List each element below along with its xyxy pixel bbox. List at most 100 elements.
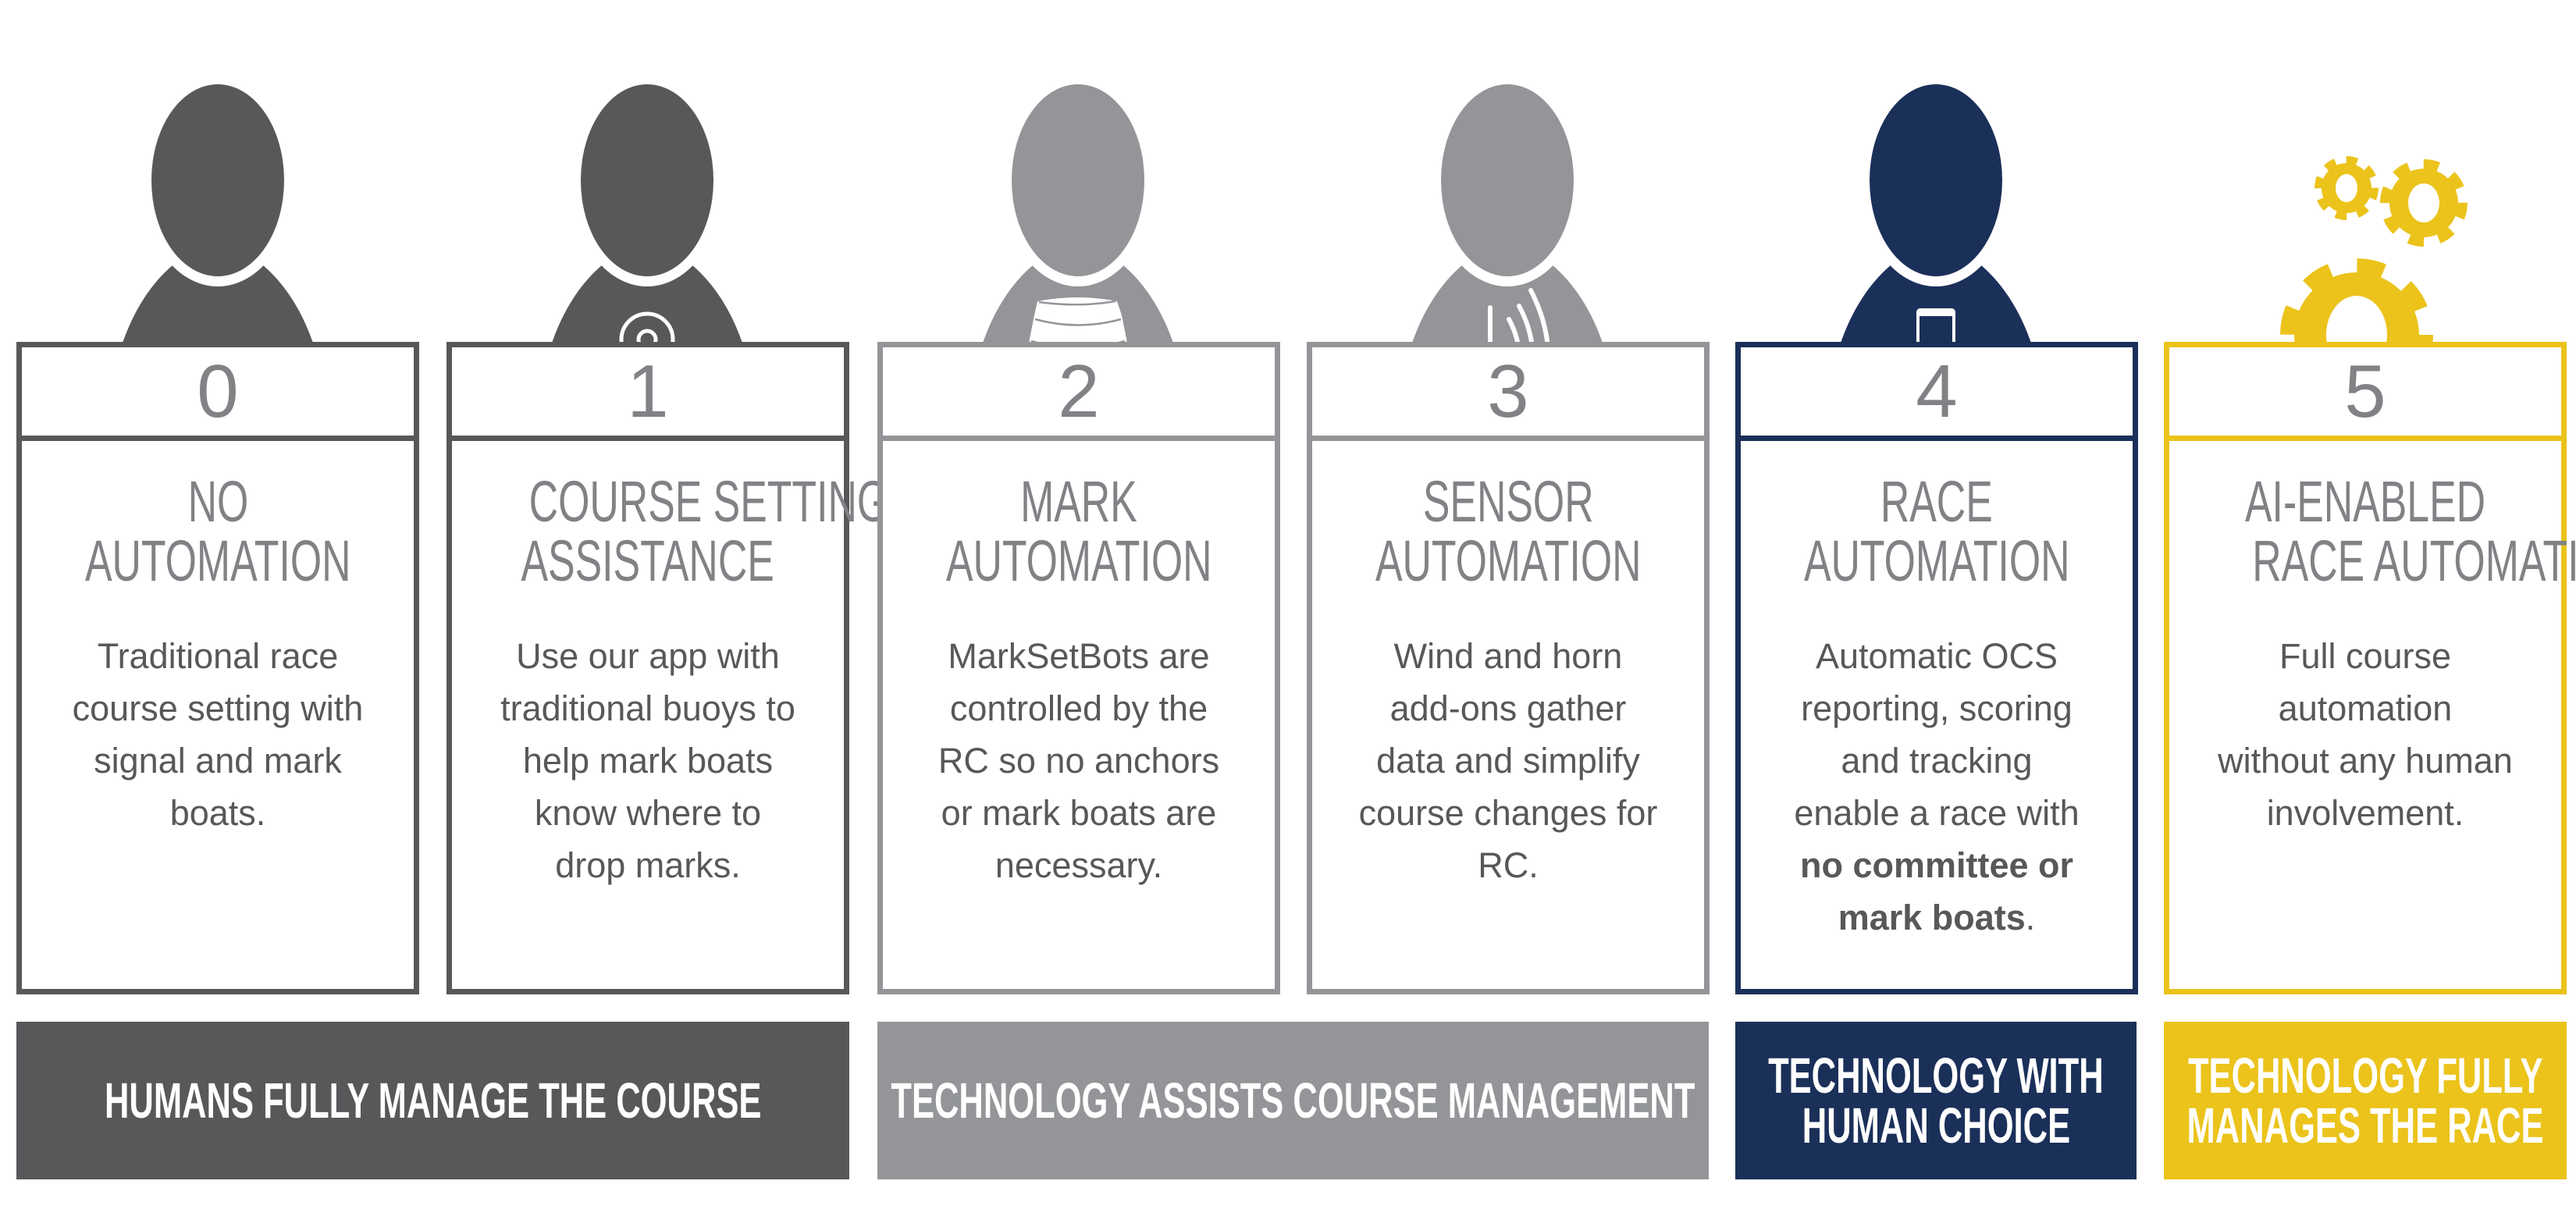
description-line: data and simplify <box>1312 734 1704 787</box>
description-line: RC so no anchors <box>883 734 1275 787</box>
description-text: Wind and horn <box>1393 636 1623 676</box>
description-emphasis: no committee or <box>1799 845 2074 885</box>
level-number: 2 <box>883 347 1275 441</box>
description-line: enable a race with <box>1741 787 2133 839</box>
level-description: Wind and horn add-ons gather data and simp… <box>1312 630 1704 891</box>
level-title-line: AUTOMATION <box>1375 528 1642 593</box>
description-line: involvement. <box>2169 787 2561 839</box>
category-bar-technology-human-choice: TECHNOLOGY WITH HUMAN CHOICE <box>1735 1022 2137 1179</box>
description-text: Automatic OCS <box>1815 636 2058 676</box>
description-text: traditional buoys to <box>500 688 795 728</box>
level-title-line: RACE AUTOMATION <box>2252 528 2576 593</box>
category-bar-technology-fully-manages: TECHNOLOGY FULLY MANAGES THE RACE <box>2164 1022 2567 1179</box>
level-title-line: AI-ENABLED <box>2244 469 2486 534</box>
bar-label: TECHNOLOGY FULLY <box>2187 1047 2543 1104</box>
description-text: boats. <box>169 793 266 833</box>
description-text: RC. <box>1478 845 1539 885</box>
description-line: traditional buoys to <box>452 682 844 734</box>
description-text: RC so no anchors <box>938 741 1220 781</box>
level-description: Automatic OCS reporting, scoring and track… <box>1741 630 2133 944</box>
level-title-line: NO <box>187 469 248 534</box>
level-number: 4 <box>1741 347 2133 441</box>
description-line: reporting, scoring <box>1741 682 2133 734</box>
description-text: controlled by the <box>949 688 1208 728</box>
description-text: or mark boats are <box>941 793 1217 833</box>
description-line: drop marks. <box>452 839 844 891</box>
bar-label: HUMAN CHOICE <box>1802 1097 2070 1154</box>
description-text: course changes for <box>1358 793 1658 833</box>
description-line: automation <box>2169 682 2561 734</box>
description-line: boats. <box>22 787 414 839</box>
description-line: Full course <box>2169 630 2561 682</box>
level-number: 5 <box>2169 347 2561 441</box>
description-text: course setting with <box>72 688 364 728</box>
level-description: Full course automation without any human in… <box>2169 630 2561 839</box>
bar-label: MANAGES THE RACE <box>2186 1097 2544 1154</box>
description-text: . <box>2025 898 2036 937</box>
level-title-line: SENSOR <box>1422 469 1594 534</box>
description-text: add-ons gather <box>1389 688 1627 728</box>
description-text: drop marks. <box>555 845 741 885</box>
description-line: or mark boats are <box>883 787 1275 839</box>
description-line: Use our app with <box>452 630 844 682</box>
level-title-line: RACE <box>1880 469 1993 534</box>
description-line: controlled by the <box>883 682 1275 734</box>
description-line: add-ons gather <box>1312 682 1704 734</box>
description-text: data and simplify <box>1376 741 1640 781</box>
level-title-line: AUTOMATION <box>84 528 351 593</box>
description-text: Full course <box>2279 636 2452 676</box>
level-title-line: ASSISTANCE <box>521 528 775 593</box>
description-line: course changes for <box>1312 787 1704 839</box>
description-line: course setting with <box>22 682 414 734</box>
category-bar-technology-assists: TECHNOLOGY ASSISTS COURSE MANAGEMENT <box>877 1022 1709 1179</box>
description-line: mark boats. <box>1741 891 2133 944</box>
description-emphasis: mark boats <box>1838 898 2026 937</box>
description-line: necessary. <box>883 839 1275 891</box>
level-number: 1 <box>452 347 844 441</box>
description-text: reporting, scoring <box>1801 688 2073 728</box>
description-text: signal and mark <box>94 741 342 781</box>
bar-label: TECHNOLOGY WITH <box>1768 1047 2104 1104</box>
description-text: automation <box>2278 688 2453 728</box>
level-description: Use our app with traditional buoys to help… <box>452 630 844 891</box>
description-text: enable a race with <box>1794 793 2080 833</box>
description-text: Traditional race <box>97 636 339 676</box>
description-line: without any human <box>2169 734 2561 787</box>
bar-label: HUMANS FULLY MANAGE THE COURSE <box>104 1072 762 1129</box>
description-line: Automatic OCS <box>1741 630 2133 682</box>
person-phone-icon <box>1827 81 2045 446</box>
description-text: without any human <box>2218 741 2513 781</box>
description-text: and tracking <box>1841 741 2033 781</box>
level-title-line: MARK <box>1020 469 1137 534</box>
description-line: know where to <box>452 787 844 839</box>
description-line: no committee or <box>1741 839 2133 891</box>
level-description: Traditional race course setting with signa… <box>22 630 414 839</box>
description-line: signal and mark <box>22 734 414 787</box>
description-text: MarkSetBots are <box>948 636 1210 676</box>
description-line: help mark boats <box>452 734 844 787</box>
level-title-line: COURSE SETTING <box>528 469 889 534</box>
bar-label: TECHNOLOGY ASSISTS COURSE MANAGEMENT <box>891 1072 1695 1129</box>
description-text: help mark boats <box>522 741 774 781</box>
description-line: and tracking <box>1741 734 2133 787</box>
description-line: MarkSetBots are <box>883 630 1275 682</box>
level-description: MarkSetBots are controlled by the RC so no… <box>883 630 1275 891</box>
level-number: 0 <box>22 347 414 441</box>
description-line: Wind and horn <box>1312 630 1704 682</box>
level-title-line: AUTOMATION <box>1803 528 2070 593</box>
description-line: Traditional race <box>22 630 414 682</box>
level-title-line: AUTOMATION <box>945 528 1212 593</box>
description-text: involvement. <box>2266 793 2464 833</box>
description-text: necessary. <box>994 845 1163 885</box>
